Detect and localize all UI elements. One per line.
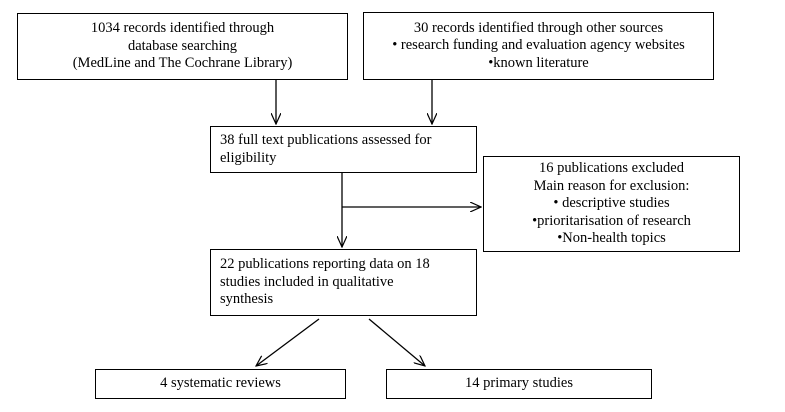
excluded-line-4: •prioritarisation of research <box>532 212 691 229</box>
systematic-reviews-label: 4 systematic reviews <box>160 375 281 392</box>
included-line-2: studies included in qualitative <box>220 273 394 290</box>
db-records-line-2: database searching <box>127 37 238 54</box>
full-text-line-1: 38 full text publications assessed for <box>220 132 432 148</box>
systematic-reviews-box: 4 systematic reviews <box>95 369 346 399</box>
other-records-box: 30 records identified through other sour… <box>363 12 714 80</box>
other-records-line-1: 30 records identified through other sour… <box>413 19 664 36</box>
excluded-line-5: •Non-health topics <box>557 230 666 247</box>
excluded-box: 16 publications excluded Main reason for… <box>483 156 740 252</box>
excluded-line-2: Main reason for exclusion: <box>533 177 690 194</box>
included-line-1: 22 publications reporting data on 18 <box>220 256 430 273</box>
included-box: 22 publications reporting data on 18 stu… <box>210 249 477 316</box>
arrow-to-reviews <box>256 318 320 366</box>
arrow-to-primary <box>368 318 425 366</box>
full-text-line-2: eligibility <box>220 149 277 166</box>
other-records-line-3: •known literature <box>488 54 589 71</box>
excluded-line-3: • descriptive studies <box>553 195 670 212</box>
full-text-box: 38 full text publications assessed for e… <box>210 126 477 173</box>
db-records-line-1: 1034 records identified through <box>90 20 275 37</box>
primary-studies-label: 14 primary studies <box>465 375 573 392</box>
primary-studies-box: 14 primary studies <box>386 369 652 399</box>
db-records-line-3: (MedLine and The Cochrane Library) <box>72 55 293 72</box>
included-line-3: synthesis <box>220 291 274 308</box>
excluded-line-1: 16 publications excluded <box>539 160 684 177</box>
db-records-box: 1034 records identified through database… <box>17 13 348 80</box>
other-records-line-2: • research funding and evaluation agency… <box>392 37 685 54</box>
